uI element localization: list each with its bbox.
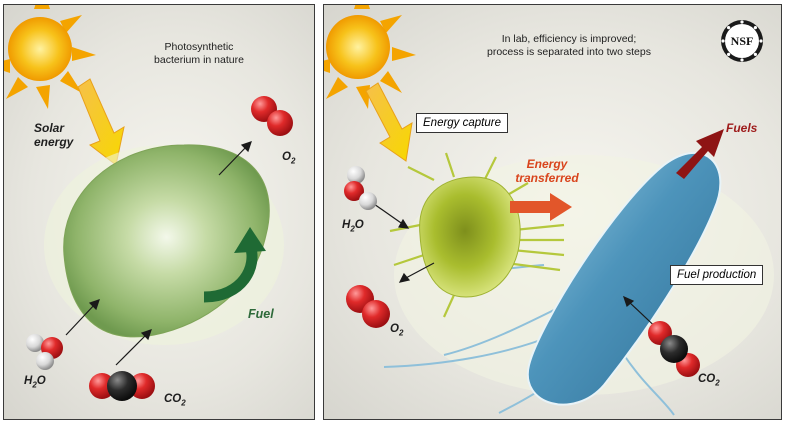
nsf-logo — [721, 20, 763, 62]
h2o-label-pre: H — [24, 375, 33, 387]
energy-transferred-line1: Energy — [526, 157, 568, 171]
solar-energy-arrow — [77, 78, 125, 166]
h2o-label: H2O — [24, 375, 46, 390]
energy-transferred-arrow — [510, 193, 572, 221]
energy-transferred-line2: transferred — [515, 171, 579, 186]
yellow-cell-spikes — [389, 152, 565, 318]
left-caption: Photosynthetic bacterium in nature — [124, 41, 274, 66]
right-caption-line2: process is separated into two steps — [486, 45, 651, 58]
co2-label: CO2 — [164, 393, 186, 408]
co2-label-sub: 2 — [715, 378, 720, 388]
fuels-label: Fuels — [726, 121, 758, 135]
o2-label-text: O — [390, 323, 399, 335]
water-molecule-icon — [344, 166, 377, 210]
left-caption-line2: bacterium in nature — [154, 53, 244, 66]
left-illustration — [4, 5, 293, 401]
o2-label: O2 — [390, 323, 403, 338]
solar-label-line2: energy — [34, 135, 74, 150]
h2o-label-sub: 2 — [350, 224, 355, 234]
carbon-dioxide-molecule-icon — [89, 371, 155, 401]
o2-label-sub: 2 — [290, 156, 296, 166]
right-caption-line1: In lab, efficiency is improved; — [501, 33, 637, 45]
o2-label-sub: 2 — [398, 328, 404, 338]
oxygen-molecule-icon — [251, 96, 293, 136]
co2-label-sub: 2 — [181, 398, 186, 408]
energy-capture-cell — [419, 176, 521, 298]
sun-icon — [324, 5, 416, 109]
left-caption-line1: Photosynthetic — [164, 41, 234, 53]
oxygen-molecule-icon — [346, 285, 390, 328]
h2o-label: H2O — [342, 219, 364, 234]
co2-label-text: CO — [698, 373, 716, 385]
flow-arrows — [65, 141, 252, 366]
energy-transferred-label: Energy transferred — [510, 157, 584, 186]
energy-capture-box: Energy capture — [416, 113, 508, 133]
panel-lab-two-steps: NSF In lab, efficiency is improved; proc… — [323, 4, 782, 420]
fuels-arrow — [676, 129, 724, 179]
o2-label-text: O — [282, 151, 291, 163]
solar-energy-arrow — [365, 82, 413, 162]
h2o-label-sub: 2 — [32, 380, 37, 390]
h2o-label-post: O — [354, 219, 364, 231]
fuel-production-cell — [526, 152, 722, 406]
nsf-logo-text: NSF — [730, 34, 754, 48]
fuel-production-box: Fuel production — [670, 265, 764, 285]
panel-photosynthetic-nature: Photosynthetic bacterium in nature Solar… — [3, 4, 315, 420]
right-illustration — [324, 5, 774, 416]
h2o-label-pre: H — [342, 219, 351, 231]
h2o-label-post: O — [36, 375, 46, 387]
right-caption: In lab, efficiency is improved; process … — [454, 33, 684, 58]
solar-energy-label: Solar energy — [34, 121, 73, 150]
fuel-label: Fuel — [248, 307, 274, 321]
photosynthetic-bacterium — [63, 144, 270, 338]
o2-label: O2 — [282, 151, 295, 166]
sun-icon — [4, 5, 96, 109]
co2-label-text: CO — [164, 393, 182, 405]
water-molecule-icon — [26, 334, 63, 370]
co2-label: CO2 — [698, 373, 720, 388]
carbon-dioxide-molecule-icon — [648, 321, 700, 377]
solar-label-line1: Solar — [34, 121, 65, 135]
